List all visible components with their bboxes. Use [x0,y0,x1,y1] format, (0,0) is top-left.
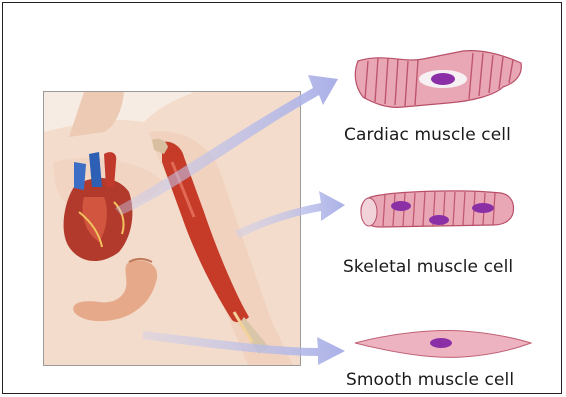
skeletal-muscle-cell-label: Skeletal muscle cell [343,257,513,277]
cardiac-muscle-cell-label: Cardiac muscle cell [344,125,511,145]
arrow-to-skeletal [235,191,345,238]
cells-and-arrows [3,3,562,394]
cardiac-muscle-cell [355,51,521,108]
skeletal-muscle-cell [361,191,514,227]
diagram-frame: Cardiac muscle cell Skeletal muscle cell… [2,2,562,394]
smooth-muscle-cell [355,331,531,358]
smooth-muscle-cell-label: Smooth muscle cell [346,370,514,390]
arrow-to-smooth [143,331,345,365]
arrow-to-cardiac [115,75,338,215]
